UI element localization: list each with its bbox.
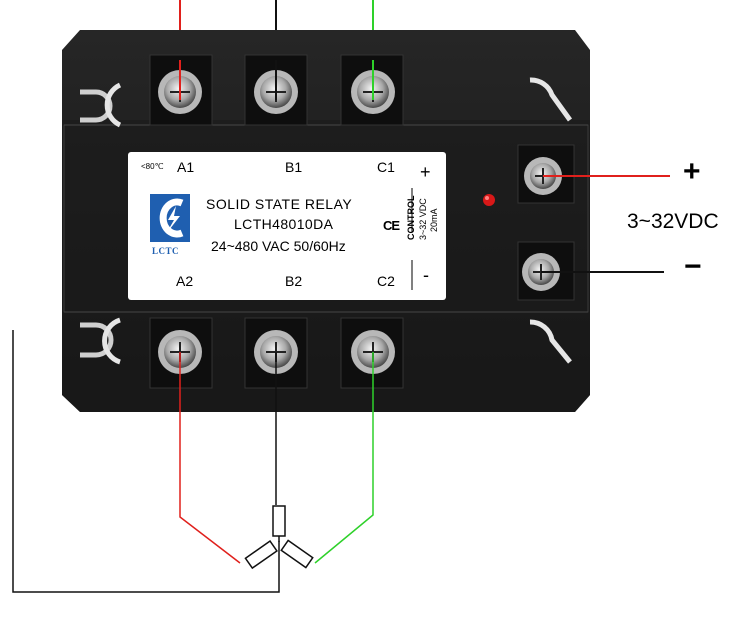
terminal-label-a2: A2 <box>176 273 194 289</box>
control-current: 20mA <box>429 208 439 232</box>
product-label-panel <box>128 152 446 300</box>
wire-c-bottom <box>314 352 374 564</box>
control-minus-label: - <box>423 265 429 285</box>
brand-logo-icon <box>150 194 190 242</box>
status-led <box>483 194 495 206</box>
wire-a-bottom <box>179 352 241 564</box>
brand-name: LCTC <box>152 246 180 256</box>
terminal-label-c2: C2 <box>377 273 395 289</box>
load-voltage-spec: 24~480 VAC 50/60Hz <box>211 238 346 254</box>
star-load-icon <box>244 505 314 570</box>
terminal-label-a1: A1 <box>177 159 195 175</box>
upper-terminals <box>149 54 404 126</box>
control-plus-label: + <box>420 162 431 182</box>
model-number: LCTH48010DA <box>234 216 334 232</box>
product-title: SOLID STATE RELAY <box>206 196 353 212</box>
control-voltage-range: 3~32 VDC <box>418 198 428 240</box>
temperature-rating: <80℃ <box>141 162 164 171</box>
lower-terminals <box>149 317 404 389</box>
terminal-label-b1: B1 <box>285 159 303 175</box>
control-voltage-label: 3~32VDC <box>627 210 719 233</box>
terminal-label-b2: B2 <box>285 273 303 289</box>
external-plus-sign: + <box>683 155 701 188</box>
external-minus-sign: − <box>684 250 702 283</box>
ce-mark: CE <box>383 218 400 233</box>
terminal-label-c1: C1 <box>377 159 395 175</box>
control-heading: CONTROL <box>406 195 416 241</box>
neutral-wire <box>12 330 280 593</box>
mounting-slots <box>80 77 573 365</box>
